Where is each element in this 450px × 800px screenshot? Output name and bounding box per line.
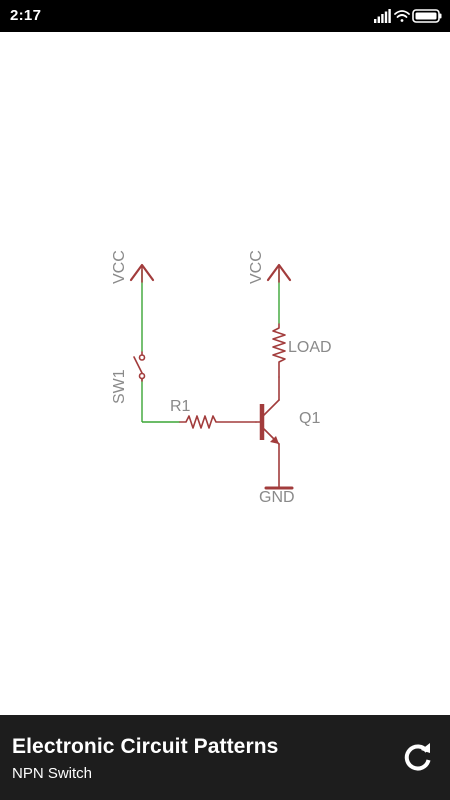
footer-bar: Electronic Circuit Patterns NPN Switch [0, 715, 450, 800]
switch-sw1 [133, 351, 146, 382]
circuit-name: NPN Switch [12, 765, 93, 782]
refresh-icon [404, 743, 431, 771]
status-time: 2:17 [10, 7, 42, 24]
status-bar: 2:17 [0, 0, 450, 32]
vcc-left-label: VCC [111, 250, 128, 284]
transistor-q1 [255, 376, 280, 489]
battery-icon [412, 9, 442, 23]
signal-icon [374, 9, 391, 23]
refresh-button[interactable] [400, 739, 436, 775]
emitter-arrow [270, 436, 279, 444]
resistor-label: R1 [170, 398, 191, 415]
wifi-icon [394, 10, 410, 22]
transistor-label: Q1 [299, 410, 320, 427]
vcc-left-symbol [129, 263, 155, 283]
schematic-canvas: VCC VCC SW1 R1 LOAD Q1 GND [0, 32, 450, 715]
ground-label: GND [259, 489, 295, 506]
npn-switch-schematic: VCC VCC SW1 R1 LOAD Q1 GND [111, 250, 332, 506]
status-icons [374, 9, 442, 23]
resistor-r1 [179, 415, 257, 429]
vcc-right-symbol [266, 263, 292, 283]
load-resistor [272, 323, 286, 378]
wires [141, 270, 280, 423]
vcc-right-label: VCC [248, 250, 265, 284]
load-label: LOAD [288, 339, 332, 356]
switch-label: SW1 [111, 369, 128, 404]
app-title: Electronic Circuit Patterns [12, 735, 279, 758]
